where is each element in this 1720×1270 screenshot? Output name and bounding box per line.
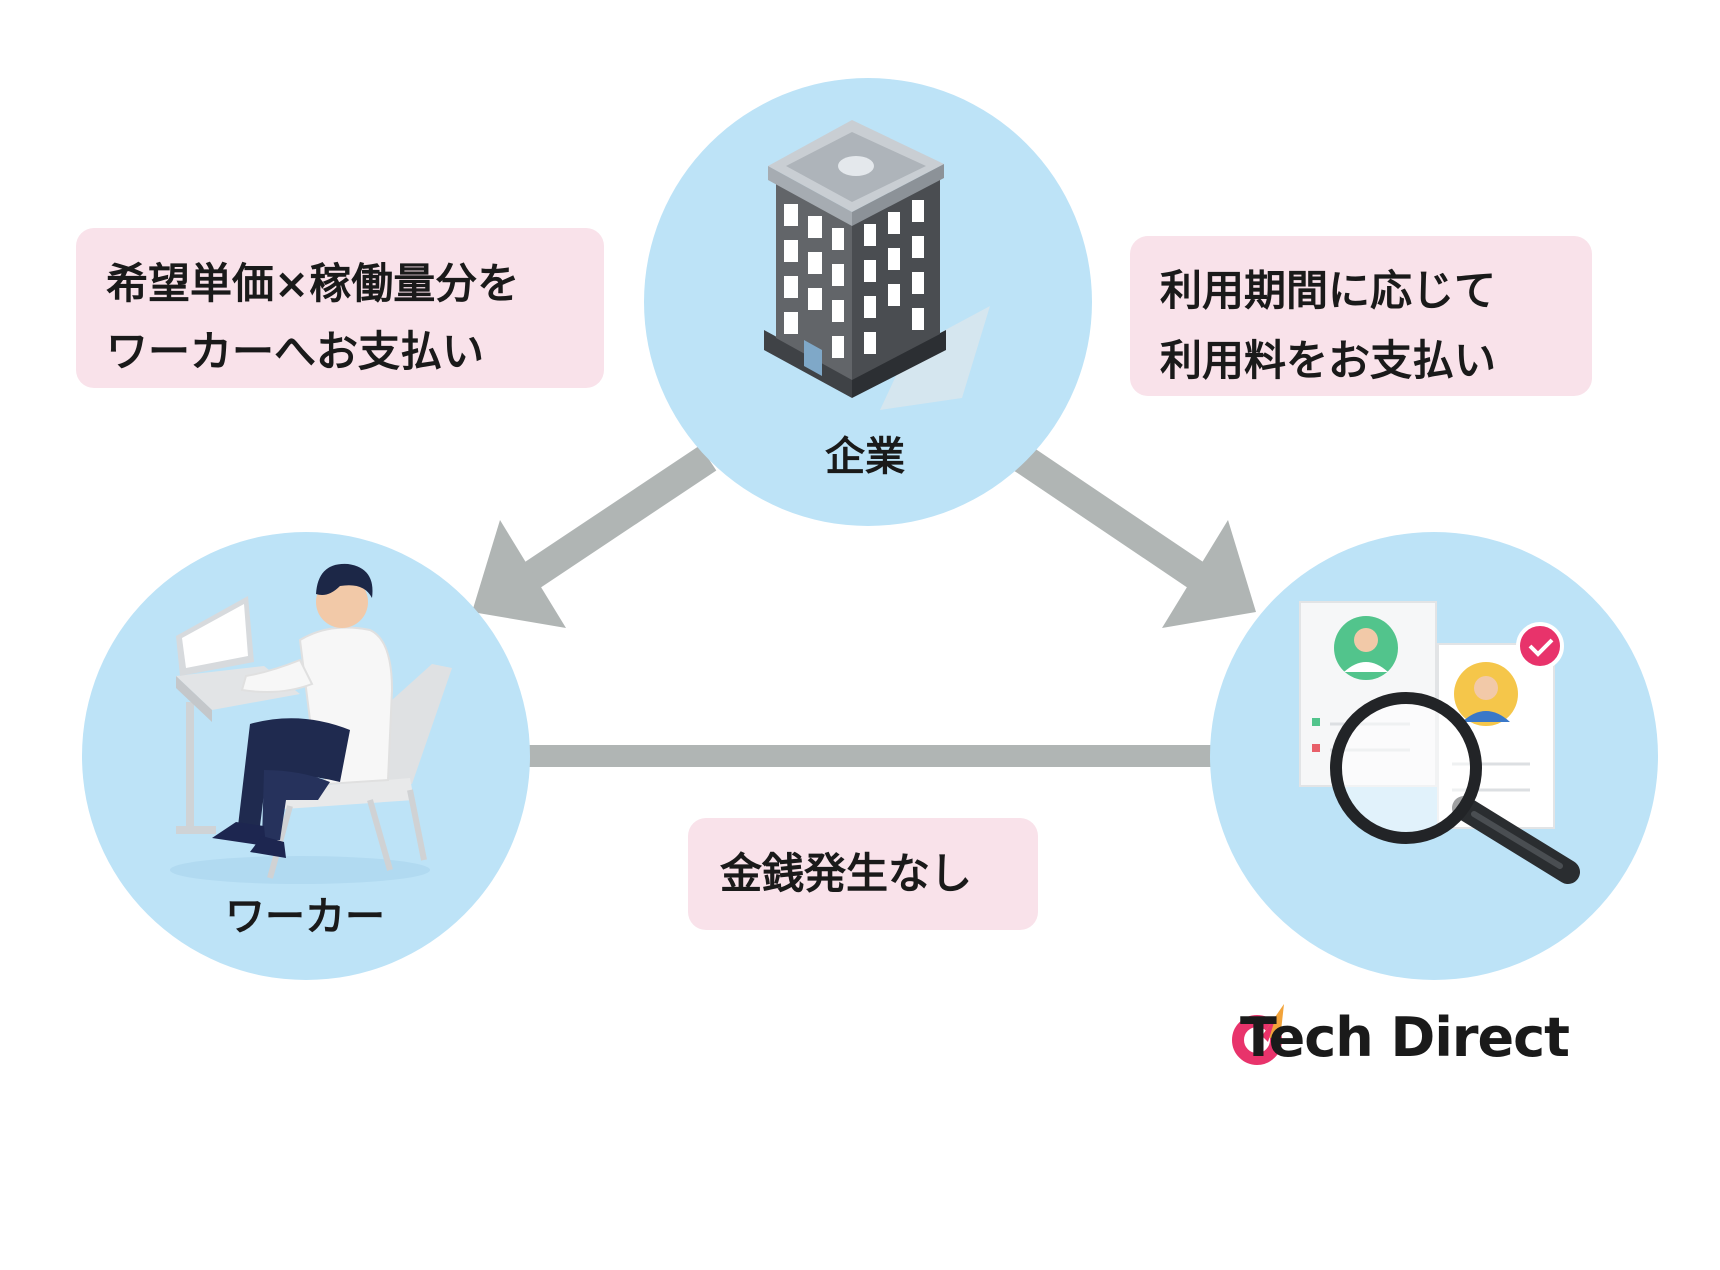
worker-node-label: ワーカー bbox=[225, 894, 385, 940]
brand-logo-text: Tech Direct bbox=[1240, 1005, 1570, 1069]
edge-label-company-to-platform: 利用期間に応じて 利用料をお支払い bbox=[1130, 236, 1592, 396]
tech-direct-logo-icon bbox=[1232, 1004, 1284, 1065]
edge-label-line: ワーカーへお支払い bbox=[106, 327, 485, 376]
office-building-icon bbox=[764, 120, 990, 410]
arrow-company-to-worker-head bbox=[472, 520, 566, 628]
edge-label-line: 金銭発生なし bbox=[720, 849, 973, 898]
arrow-company-to-worker-shaft bbox=[519, 445, 717, 591]
company-node-label: 企業 bbox=[825, 434, 905, 480]
connectors bbox=[472, 445, 1256, 767]
person-at-laptop-icon bbox=[170, 563, 452, 884]
edge-label-line: 希望単価×稼働量分を bbox=[106, 259, 520, 308]
brand-logo: Tech Direct bbox=[1226, 1004, 1570, 1070]
resume-search-icon bbox=[1299, 601, 1580, 884]
arrow-company-to-platform-shaft bbox=[1013, 445, 1209, 591]
edge-label-worker-platform: 金銭発生なし bbox=[688, 818, 1038, 930]
arrow-company-to-platform-head bbox=[1162, 520, 1256, 628]
edge-label-company-to-worker: 希望単価×稼働量分を ワーカーへお支払い bbox=[76, 228, 604, 388]
edge-label-line: 利用期間に応じて bbox=[1160, 266, 1497, 315]
edge-label-line: 利用料をお支払い bbox=[1160, 336, 1497, 385]
